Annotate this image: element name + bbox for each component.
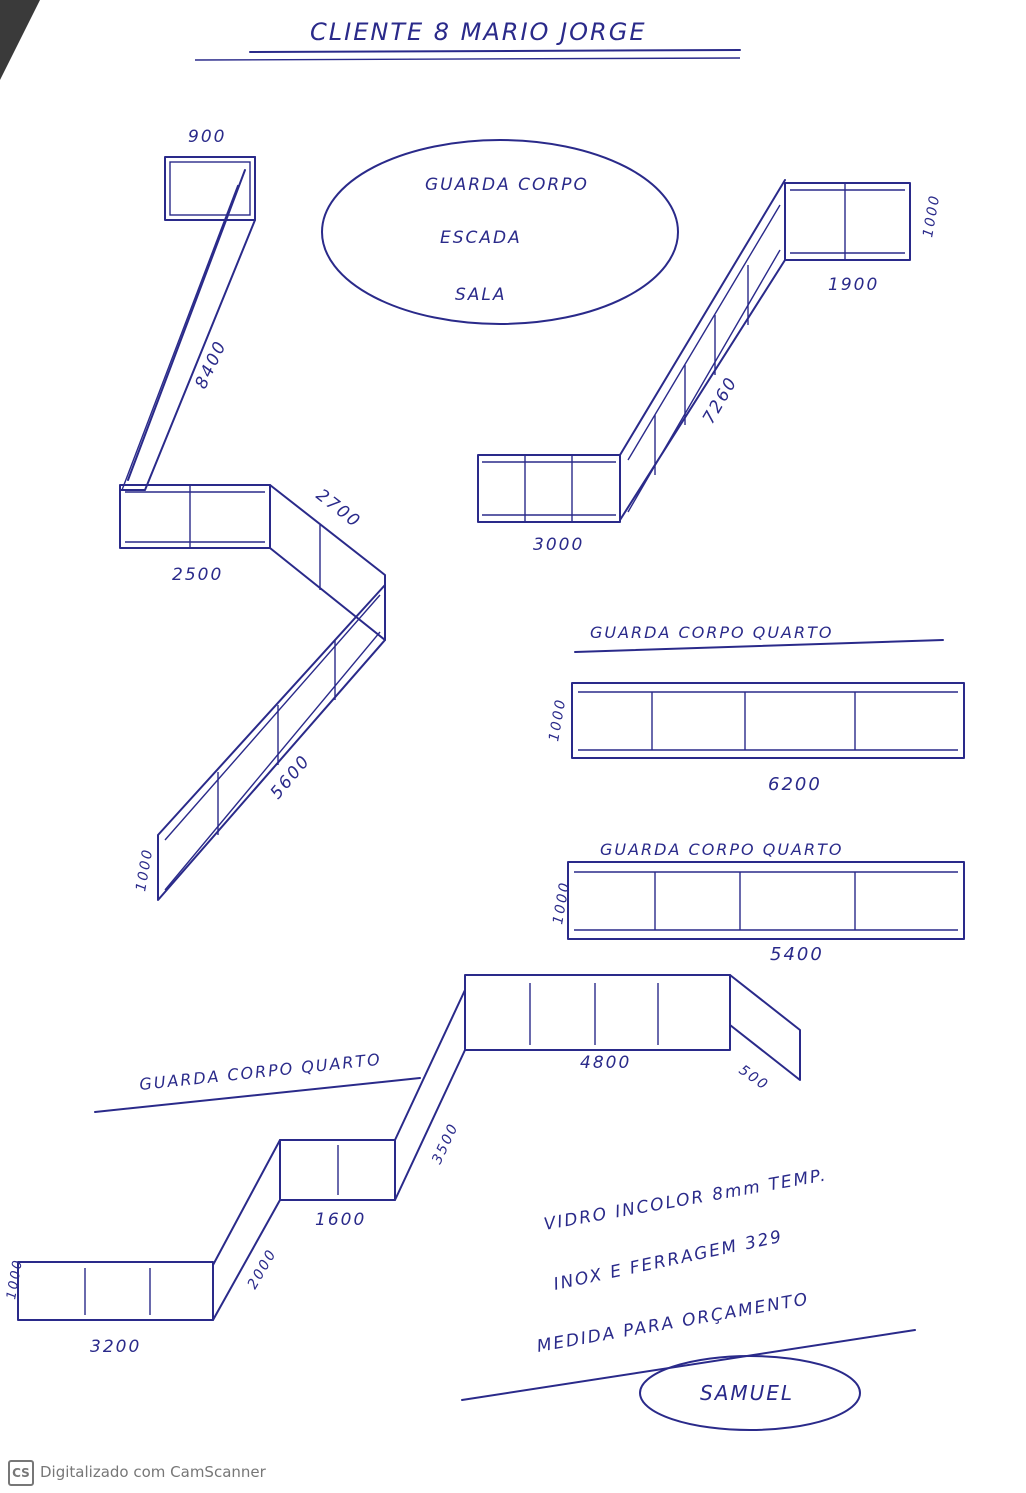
title-underline — [249, 49, 741, 53]
paper — [0, 0, 1026, 1453]
notes-underline — [461, 1329, 916, 1401]
quarto-3-height: 1000 — [4, 1258, 26, 1301]
stair-left-top-width: 900 — [188, 127, 226, 147]
quarto-1-panel — [571, 682, 965, 759]
quarto-1-underline — [574, 639, 944, 653]
title-underline-2 — [194, 57, 741, 61]
quarto-3-bottom-width: 3200 — [90, 1337, 141, 1357]
stair-right-top-width: 1900 — [828, 275, 879, 295]
quarto-2-height: 1000 — [550, 880, 573, 926]
stair-left-end-height: 1000 — [133, 847, 156, 893]
ellipse-line-2: ESCADA — [440, 228, 522, 248]
page-title: CLIENTE 8 MARIO JORGE — [310, 18, 646, 46]
ellipse-line-3: SALA — [455, 285, 507, 305]
scanner-footer: CS Digitalizado com CamScanner — [0, 1453, 1026, 1493]
camscanner-logo: CS — [8, 1460, 34, 1486]
stair-left-bottom-left: 2500 — [172, 565, 223, 585]
area-ellipse — [321, 139, 679, 325]
quarto-3-mid-width: 1600 — [315, 1210, 366, 1230]
stair-right-top-height: 1000 — [920, 193, 943, 239]
footer-text: Digitalizado com CamScanner — [40, 1463, 266, 1481]
quarto-1-title: GUARDA CORPO QUARTO — [590, 623, 833, 642]
stair-right-sketch — [477, 179, 911, 523]
quarto-3-underline — [94, 1077, 421, 1113]
quarto-2-panel — [567, 861, 965, 940]
ellipse-line-1: GUARDA CORPO — [425, 175, 589, 195]
stair-left-sketch — [119, 156, 386, 901]
quarto-2-title: GUARDA CORPO QUARTO — [600, 840, 843, 859]
quarto-2-width: 5400 — [770, 944, 824, 965]
quarto-3-panel — [17, 974, 801, 1321]
signature-ellipse — [639, 1355, 861, 1431]
quarto-1-height: 1000 — [546, 697, 569, 743]
stair-right-bottom-width: 3000 — [533, 535, 584, 555]
signature: SAMUEL — [700, 1381, 794, 1405]
quarto-3-top-width: 4800 — [580, 1053, 631, 1073]
quarto-1-width: 6200 — [768, 774, 822, 795]
